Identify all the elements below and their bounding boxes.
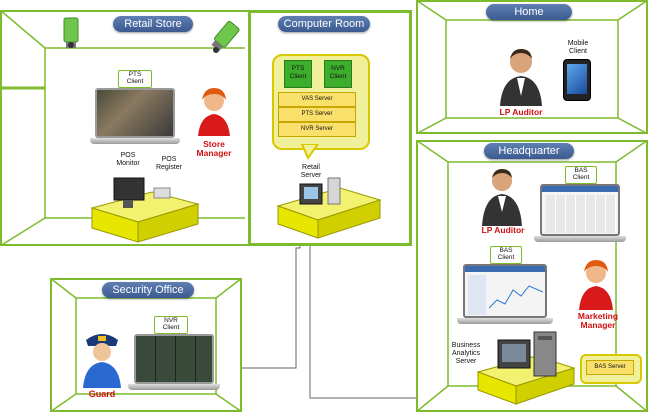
lp-auditor-avatar-icon — [500, 49, 542, 106]
nvr-client-laptop-screen — [134, 334, 214, 384]
pos-desk — [90, 177, 200, 243]
store-manager-avatar-icon — [198, 88, 230, 136]
home-room — [416, 0, 648, 134]
home-lp-auditor-label: LP Auditor — [499, 107, 543, 117]
pts-server-row: PTS Server — [278, 107, 356, 122]
bas-client-2-screen — [463, 264, 547, 318]
analytics-chart-icon — [489, 285, 543, 309]
pos-monitor-label: POS Monitor — [116, 152, 140, 167]
bas-client-1-base — [534, 236, 626, 242]
marketing-manager-label: Marketing Manager — [577, 311, 619, 330]
vas-server-row: VAS Server — [278, 92, 356, 107]
mobile-phone-icon — [563, 59, 591, 101]
bas-client-2-label: BAS Client — [490, 246, 522, 264]
bas-client-1-screen — [540, 184, 620, 236]
pos-register-label: POS Register — [155, 156, 183, 171]
hq-lp-auditor-label: LP Auditor — [481, 225, 525, 235]
mobile-client-label: Mobile Client — [567, 40, 589, 55]
hq-lp-auditor-avatar-icon — [482, 169, 522, 226]
business-analytics-server-label: Business Analytics Server — [451, 342, 481, 365]
nvr-server-row: NVR Server — [278, 122, 356, 137]
camera-icon — [211, 20, 240, 53]
guard-avatar-icon — [83, 334, 121, 388]
bas-client-1-label: BAS Client — [565, 166, 597, 184]
headquarter-title: Headquarter — [484, 143, 574, 159]
pts-client-laptop-screen — [95, 88, 175, 138]
security-office-perspective — [50, 278, 242, 412]
security-nvr-client-label: NVR Client — [154, 316, 188, 334]
pts-client-label: PTS Client — [118, 70, 152, 88]
store-manager-label: Store Manager — [196, 139, 232, 158]
computer-room-title: Computer Room — [278, 16, 370, 32]
bas-server-desk — [476, 331, 576, 405]
pts-client-laptop-base — [90, 138, 180, 144]
server-bubble-tail — [300, 144, 320, 160]
nvr-client-box: NVR Client — [324, 60, 352, 88]
retail-server-label: Retail Server — [300, 164, 322, 179]
guard-label: Guard — [88, 389, 116, 399]
marketing-manager-avatar-icon — [579, 260, 613, 310]
bas-server-row: BAS Server — [586, 360, 634, 375]
nvr-client-laptop-base — [128, 384, 220, 390]
camera-icon — [63, 17, 79, 48]
retail-server-desk — [276, 177, 382, 239]
home-perspective — [416, 0, 648, 134]
bas-client-2-base — [457, 318, 553, 324]
security-office-title: Security Office — [102, 282, 194, 298]
pts-client-box: PTS Client — [284, 60, 312, 88]
retail-store-title: Retail Store — [113, 16, 193, 32]
home-title: Home — [486, 4, 572, 20]
